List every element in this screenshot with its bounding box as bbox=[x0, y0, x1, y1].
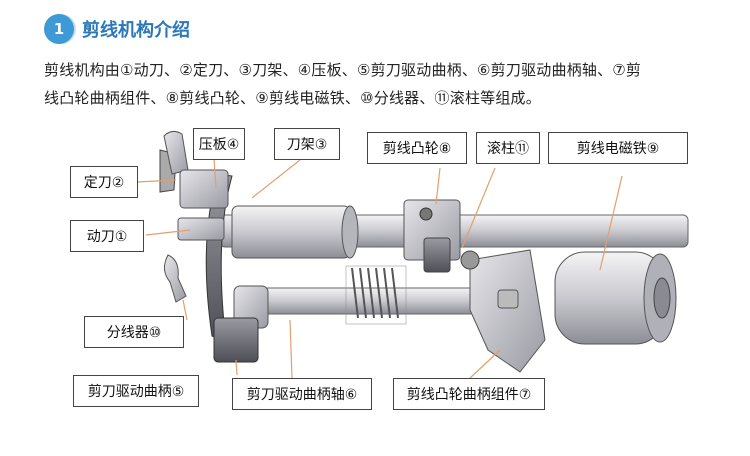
pressure-plate bbox=[179, 169, 229, 209]
moving-knife bbox=[177, 217, 225, 241]
description-line-2: 线凸轮曲柄组件、⑧剪线凸轮、⑨剪线电磁铁、⑩分线器、⑪滚柱等组成。 bbox=[44, 89, 541, 107]
label-moving-knife: 动刀① bbox=[70, 220, 144, 252]
mechanism-illustration bbox=[136, 130, 689, 379]
label-fixed-knife: 定刀② bbox=[70, 166, 138, 198]
label-roller: 滚柱⑪ bbox=[476, 132, 540, 164]
cam-crank-bracket bbox=[469, 249, 546, 373]
section-header: 1 剪线机构介绍 bbox=[44, 14, 190, 44]
label-drive-crank: 剪刀驱动曲柄⑤ bbox=[73, 375, 199, 407]
spring bbox=[351, 267, 399, 319]
label-knife-holder: 刀架③ bbox=[274, 128, 340, 160]
label-pressure-plate: 压板④ bbox=[193, 128, 245, 160]
mechanism-figure: 压板④ 刀架③ 剪线凸轮⑧ 滚柱⑪ 剪线电磁铁⑨ 定刀② 动刀① 分线器⑩ 剪刀… bbox=[0, 110, 750, 456]
section-title: 剪线机构介绍 bbox=[82, 20, 190, 41]
label-crank-shaft: 剪刀驱动曲柄轴⑥ bbox=[232, 378, 372, 410]
description-line-1: 剪线机构由①动刀、②定刀、③刀架、④压板、⑤剪刀驱动曲柄、⑥剪刀驱动曲柄轴、⑦剪 bbox=[44, 61, 642, 79]
description-paragraph: 剪线机构由①动刀、②定刀、③刀架、④压板、⑤剪刀驱动曲柄、⑥剪刀驱动曲柄轴、⑦剪… bbox=[44, 56, 716, 112]
label-cam: 剪线凸轮⑧ bbox=[367, 132, 467, 164]
leader-lines bbox=[136, 157, 623, 379]
drive-crank bbox=[213, 317, 259, 363]
section-number-badge: 1 bbox=[44, 14, 74, 44]
label-cam-crank-assembly: 剪线凸轮曲柄组件⑦ bbox=[393, 378, 545, 410]
label-solenoid: 剪线电磁铁⑨ bbox=[548, 132, 688, 164]
label-thread-separator: 分线器⑩ bbox=[84, 316, 184, 348]
shaft-sleeve bbox=[231, 205, 351, 259]
thread-separator bbox=[164, 254, 187, 303]
